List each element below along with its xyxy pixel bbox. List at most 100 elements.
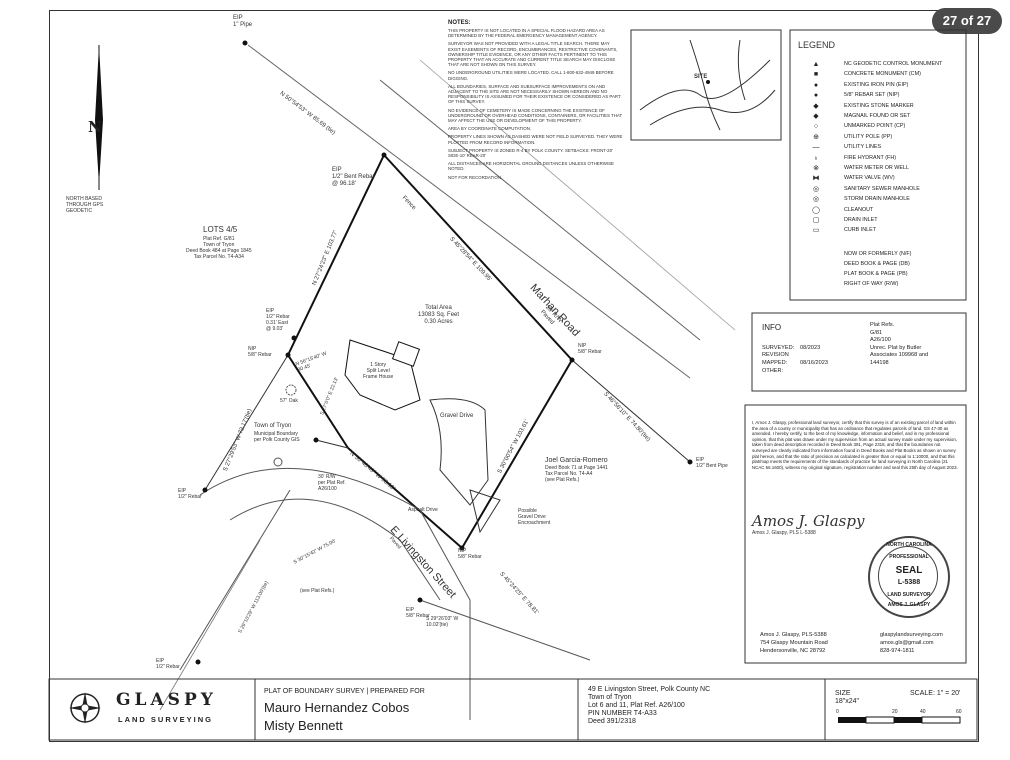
legend-item: ■CONCRETE MONUMENT (CM) [798, 70, 968, 80]
label-eip-rebar-east: EIP 1/2" Rebar 0.31' East @ 9.03' [266, 308, 290, 332]
contact-email[interactable]: amos.gls@gmail.com [880, 640, 934, 646]
open-circle-icon: ○ [813, 123, 819, 131]
square-icon: ■ [813, 71, 819, 79]
legend-label: SANITARY SEWER MANHOLE [844, 185, 920, 192]
livingston-west-line [179, 489, 291, 671]
diamond-icon: ◆ [813, 102, 819, 110]
property-address: 49 E Livingston Street, Polk County NC [588, 686, 711, 693]
eip-bl-marker [195, 659, 201, 665]
legend-item: ♁FIRE HYDRANT (FH) [798, 154, 968, 164]
certification-box [744, 404, 967, 664]
eip-bent-rebar-marker [381, 152, 387, 158]
eip-bottom-marker [417, 597, 423, 603]
scale-label: SCALE: 1" = 20' [910, 690, 961, 697]
contact-phone: 828-974-1811 [880, 648, 915, 654]
label-eip-pipe: EIP 1" Pipe [233, 15, 253, 28]
label-oak: 57" Oak [280, 398, 298, 404]
legend-label: UTILITY POLE (PP) [844, 133, 893, 140]
legend-item: ⧓ WATER VALVE (WV) [798, 174, 968, 184]
legend-label: EXISTING IRON PIN (EIP) [844, 81, 909, 88]
legend-label: WATER VALVE (WV) [844, 175, 895, 182]
notes-list: THIS PROPERTY IS NOT LOCATED IN A SPECIA… [448, 28, 623, 183]
property-boundary [286, 153, 574, 550]
legend-item: ▢ DRAIN INLET [798, 216, 968, 226]
eip-pipe-marker [242, 40, 248, 46]
legend-item: ⊕ UTILITY POLE (PP) [798, 133, 968, 143]
title-block-frame [48, 678, 978, 741]
legend-label: NC GEODETIC CONTROL MONUMENT [844, 61, 943, 67]
encroachment-area [469, 489, 501, 534]
surveyed-label: SURVEYED: [762, 345, 795, 351]
label-eip-bl: EIP 1/2" Rebar [156, 658, 180, 670]
other-label: OTHER: [762, 368, 784, 374]
marhan-road-edge-3 [419, 59, 736, 331]
legend-item: ◯CLEANOUT [798, 206, 968, 216]
legend-item: ● 5/8" REBAR SET (NIP) [798, 91, 968, 101]
scale-bar [838, 716, 961, 724]
legend-title: LEGEND [798, 40, 836, 50]
legend-label: DRAIN INLET [844, 217, 878, 223]
label-lots-sub: Plat Ref. G/81 Town of Tryon Deed Book 4… [186, 236, 252, 260]
plat-ref-item: Associates 109968 and [870, 352, 929, 358]
triangle-icon: ▲ [812, 61, 820, 68]
legend-item: ◆MAGNAIL FOUND OR SET [798, 112, 968, 122]
plat-title: PLAT OF BOUNDARY SURVEY | PREPARED FOR [264, 688, 425, 695]
sewer-manhole-icon: ◎ [812, 185, 820, 193]
contact-web[interactable]: glaspylandsurveying.com [880, 632, 943, 638]
deed-ref: Deed 391/2318 [588, 718, 636, 725]
north-note: NORTH BASED THROUGH GPS GEODETIC [66, 196, 104, 214]
eip-rebar-marker [291, 335, 297, 341]
note-item: SUBJECT PROPERTY IS ZONED R-4 BY POLK CO… [448, 147, 613, 159]
note-item: NOT FOR RECORDATION. [448, 174, 503, 180]
water-valve-icon: ⧓ [812, 175, 820, 183]
label-eip-left: EIP 1/2" Rebar [178, 488, 202, 500]
legend-label: WATER METER OR WELL [844, 165, 909, 171]
tie-line-west [204, 354, 289, 491]
filled-circle-icon: ● [813, 92, 819, 100]
label-town-tryon: Town of Tryon [254, 423, 292, 429]
note-item: NO EVIDENCE OF CEMETERY IS MADE CONCERNI… [448, 107, 623, 124]
legend-box [789, 29, 967, 301]
legend-item: ○ UNMARKED POINT (CP) [798, 122, 968, 132]
livingston-edge-1 [199, 467, 471, 720]
legend-label: UTILITY LINES [844, 144, 882, 151]
label-nip-left: NIP 5/8" Rebar [248, 346, 272, 358]
size-value: 18"x24" [835, 698, 860, 705]
label-row30: 30' R/W per Plat Ref. A26/100 [318, 474, 346, 492]
label-nip-right: NIP 5/8" Rebar [578, 343, 602, 355]
drain-inlet-icon: ▢ [812, 217, 820, 224]
water-meter-icon: ⊗ [813, 165, 819, 172]
north-label: N [88, 118, 102, 136]
mapped-value: 08/16/2023 [800, 360, 828, 366]
note-item: PROPERTY LINES SHOWN AS DASHED WERE NOT … [448, 134, 623, 145]
legend-label: FIRE HYDRANT (FH) [844, 154, 897, 161]
note-item: THIS PROPERTY IS NOT LOCATED IN A SPECIA… [448, 28, 605, 39]
legend-label: STORM DRAIN MANHOLE [844, 196, 910, 203]
livingston-south-line [419, 599, 591, 661]
utility-pole-icon: ⊕ [813, 133, 819, 141]
tie-line-east [571, 359, 691, 463]
legend-label: CURB INLET [844, 227, 877, 234]
legend-label: 5/8" REBAR SET (NIP) [844, 92, 900, 99]
utility-point-icon [273, 457, 283, 467]
north-arrow-icon [95, 45, 103, 190]
note-item: AREA BY COORDINATE COMPUTATION. [448, 126, 532, 132]
label-town-sub: Municipal Boundary per Polk County GIS [254, 431, 300, 443]
glaspy-compass-logo-icon [69, 692, 101, 724]
storm-manhole-icon: ◎ [812, 196, 820, 204]
label-house: 1 Story Split Level Frame House [363, 362, 394, 380]
label-eip-bent-pipe: EIP 1/2" Bent Pipe [696, 457, 728, 469]
legend-item: ▲ NC GEODETIC CONTROL MONUMENT [798, 60, 968, 70]
note-item: NO UNDERGROUND UTILITIES WERE LOCATED. C… [448, 70, 614, 81]
legend-label: UNMARKED POINT (CP) [844, 123, 906, 130]
utility-line-icon: — [812, 144, 820, 152]
surveyor-signature: Amos J. Glaspy [752, 512, 865, 530]
abbr-item: PLAT BOOK & PAGE (PB) [844, 271, 908, 277]
surveyed-value: 08/2023 [800, 345, 821, 351]
eip-bent-pipe-marker [687, 459, 693, 465]
tie-line-small [315, 439, 349, 449]
info-box [751, 312, 967, 392]
lot-info: Lot 6 and 11, Plat Ref. A26/100 [588, 702, 685, 709]
west-road-line [159, 539, 261, 711]
